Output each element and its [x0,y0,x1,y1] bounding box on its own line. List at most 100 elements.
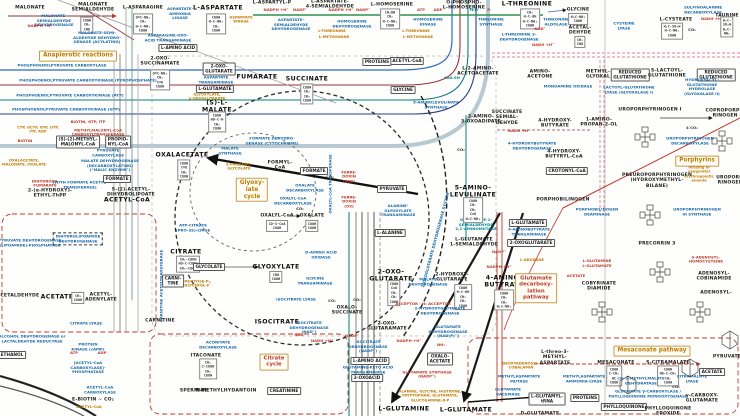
porphyrin-ring-icon [639,204,661,226]
metabolite-label-s-2-acetyl-dihydrolipoate: S-(2)-ACETYL- DIHYDROLIPOATE [106,187,156,198]
metabolite-box-s-2-methyl-malonyl-coa: (S)-(2)-METHYL- MALONYL-CoA [56,135,100,149]
enzyme-label-aconitate-decarboxylase: ACONITATE DECARBOXYLASE [199,339,237,349]
enzyme-label-carnitine-acetyltransferase: CARNITINE ACETYLTRANSFERASE [158,249,164,323]
enzyme-label-4-hydroxybutyrate-dehydrogen: 4-HYDROXYBUTYRATE DEHYDROGENASE [507,140,557,150]
cofactor-label-nadh-h: NADH +H⁺ [700,15,724,21]
enzyme-label-methylaspartate-mutase: METHYLASPARTATE MUTASE [497,373,541,383]
structure-formula-ch-oh-ch-h-c-nh-cooh: CH₂OH CH₂ H-C-NH₂ COOH [380,8,400,30]
metabolite-label-amino-acetone: AMINO- ACETONE [527,69,553,80]
enzyme-label-glutamate-dehydrogenase-nad-: GLUTAMATE DEHYDROGENASE [NAD(P)⁺] [428,324,468,339]
enzyme-label-isocitrate-dehydrogenase-nad: ISOCITRATE DEHYDROGENASE (NADP⁺) [348,339,388,354]
metabolite-box-l-glutamate: L-GLUTAMATE [508,218,548,228]
structure-formula-cooh-ho-c-ch-ch-cooh: COOH HO-C-CH₃ CH₂ COOH [657,365,679,387]
metabolite-label-taurine: TAURINE [715,13,739,19]
cofactor-label-methylmalonyl-coa-carboxyltr: METHYLMALONYL-CoA CARBOXYLTRANSFERASE [71,127,125,137]
cofactor-label-biotin: BIOTIN [17,137,33,143]
enzyme-label-phosphoenolpyruvate-carboxyk: PHOSPHOENOLPYRUVATE CARBOXYKINASE (PYROP… [19,77,157,83]
enzyme-label-aspartate-ammonia-ligase: ASPARTATE- AMMONIA LIGASE [166,6,194,21]
metabolite-label-acetyl-adenylate: ACETYL- ADENYLATE [85,292,117,303]
enzyme-label-methylaspartate-ammonia-lyas: METHYLASPARTATE AMMONIA-LYASE [562,373,606,383]
enzyme-label-glutamate-1-semialdehyde-2-1: GLUTAMATE-1- SEMIALDEHYDE 2,1-AMINOMUTAS… [455,217,497,232]
metabolite-box-creatinine: CREATININE [267,386,301,396]
enzyme-label-phosphoenolpyruvate-carboxyk: PHOSPHOENOLPYRUVATE CARBOXYKINASE (GTP) [12,106,120,112]
metabolite-label-1-amino-propan-2-ol: 1-AMINO- PROPAN-2-OL [580,117,618,128]
metabolite-box-reduced-glutathione: REDUCED GLUTATHIONE [610,68,650,82]
enzyme-label-protein-kinase-camp: PROTEIN KINASE (cAMP) [71,341,105,351]
metabolite-box-formate: FORMATE [102,174,132,184]
metabolite-label-l-aspartyl-p: L-ASPARTYL-P [252,0,292,6]
note-label-deoxyadenosyl-cobalamin: DEOXYADENOSYL- COBALAMIN [502,361,540,370]
cofactor-label-dihydroxy-fumarate: DIHYDROXY- FUMARATE [31,178,59,188]
structure-formula-o-c-nh-ch-h-c-nh-cooh: O=C-NH₂ CH₂ H-C-NH₂ COOH [133,13,153,35]
metabolite-label-malonate-semialdehyde: MALONATE SEMIALDEHYDE [71,2,115,13]
cofactor-label-nadp: NADP⁺ [355,6,371,12]
structure-formula-ch-h-c-oh-h-c-nh-cooh: CH₃ H-C-OH H-C-NH₂ COOH [520,8,540,30]
cofactor-label-nadph-h: NADPH +H⁺ [486,263,512,269]
metabolite-label-glycine: GLYCINE [566,7,590,13]
structure-formula-cooh-h-c-nh-ch-cooh: COOH H-C-NH₂ CH₂ COOH [206,13,226,35]
metabolite-label-fumarate: FUMARATE [236,73,278,81]
enzyme-label-aspartate-semialdehyde-dehyd: ASPARTATE- SEMIALDEHYDE DEHYDROGENASE [271,17,311,32]
porphyrin-ring-icon [634,126,656,148]
structure-formula-cooh-ho-c-h-ch-cooh: COOH HO-C-H CH₂ COOH [208,111,226,133]
enzyme-label-glutamate-carboxylase-phyllo: GLUTAMATE γ-CARBOXYLASE / PHYLLOQUINONE … [608,388,688,398]
metabolite-label-l-threonine: L-THREONINE [501,0,553,8]
enzyme-label-l-threonine-3-dehydrogenase: L-THREONINE 3- DEHYDROGENASE [499,31,539,41]
cofactor-label-nadph-h: NADPH +H⁺ [263,6,289,12]
cofactor-label-nadp: NADP⁺ [344,332,360,338]
metabolite-label-mesaconate: MESACONATE [597,360,635,366]
cofactor-label-nadh-h: NADH +H⁺ [310,337,334,343]
metabolite-label-s-lactoyl-glutathione: S-LACTOYL- GLUTATHIONE [647,68,687,79]
structure-formula-cooh-ch-ch-h-c-nh: COOH CH₂ CH₂ H₂C-NH₂ [494,289,514,311]
metabolite-label-d-glutamate: D-GLUTAMATE [520,411,560,416]
enzyme-label-pyruvate-carboxylase: PYRUVATE CARBOXYLASE [92,147,124,157]
quinone-ring-icon [619,375,637,395]
metabolite-label-s-l-malate: (S)-L- MALATE [201,99,233,114]
metabolite-label-2-hydroxy-glutarate: 2-HYDROXY- GLUTARATE [435,272,469,283]
porphyrin-ring-icon [649,261,671,283]
metabolite-box-propio-nyl-coa: PROPIO- NYL-CoA [105,135,131,149]
metabolite-box-acetate: ACETATE [699,367,725,377]
glyoxylate-cycle-ring [189,132,317,252]
metabolite-label-succinate-semial-dehyde: SUCCINATE SEMIAL- DEHYDE [491,109,523,126]
cofactor-label-ferre-doxin-ox: FERRE- DOXIN (OX) [341,194,357,209]
metabolite-label-acetaldehyde: ACETALDEHYDE [0,293,40,299]
enzyme-label-s-2-methylmalate-dehydratase: (S)-2-METHYLMALATE DEHYDRATASE [617,375,665,385]
cofactor-label-l-glutamate: L-GLUTAMATE [582,262,612,268]
metabolite-label-adenosyl: ADENOSYL- [700,290,732,296]
note-label-acetyl-coa: ACETYL-CoA [76,404,102,409]
enzyme-label-uroporphyrinogen-decarboxyla: UROPORPHYRINOGEN DECARBOXYLASE [666,135,714,145]
enzyme-label-oxalyl-coa-decarboxylase: OXALYL-CoA DECARBOXYLASE [274,195,312,205]
porphyrin-route-line [562,117,740,209]
metabolite-label-2-amino-3-oxoadipate: 2-AMINO- 3-OXOADIPATE [461,114,501,125]
note-label-2-phospho-glycolate: 2-PHOSPHO- GLYCOLATE [225,162,253,171]
metabolite-label-citrate: CITRATE [170,248,202,256]
metabolite-box-glycine: GLYCINE [390,85,416,95]
metabolite-box-oxalo-acetate: OXALO- ACETATE [427,352,453,366]
metabolite-label-2-hydroxy-ethyl-thpp: 2-(α-HYDROXY)- ETHYL-ThPP [27,188,73,199]
cofactor-label-nadph-h: NADPH +H⁺ [396,337,422,343]
cofactor-label-co: CO₂ [688,26,696,32]
metabolite-box-pyruvate: PYRUVATE [377,184,407,194]
cofactor-label-acceptor-h-acceptor: ACCEPTOR · H₂ ACCEPTOR [395,300,451,306]
enzyme-label-oxalate-decarboxylase: OXALATE DECARBOXYLASE [286,182,324,192]
metabolite-label-2-oxo-glutaramate: 2-OXO- GLUTARAMATE [367,321,407,332]
metabolite-label-acetate: ACETATE [40,293,74,301]
metabolite-label-l-glutamate-1-semialdehyde: L-GLUTAMATE 1-SEMIALDEHYDE [449,237,499,248]
cofactor-label-co: CO₂ [457,146,465,152]
metabolite-label-4-hydroxy-butyryl-coa: 4-HYDROXY- BUTYRYL-CoA [545,149,583,160]
enzyme-label-malonate-semialdehyde-dehydr: MALONATE- SEMIALDEHYDE DEHYDROGENASE [34,13,74,28]
enzyme-label-porphobilinogen-deaminase: PORPHOBILINOGEN DEAMINASE [575,206,619,216]
porphyrin-ring-icon [711,130,733,152]
note-label-l-arginine: L-ARGININE [519,257,545,262]
region-box-red-bottomright [467,337,739,415]
metabolite-label-acetyl-coa: ACETYL-CoA [103,196,151,204]
note-label-l-methionine: L-METHIONINE [402,34,434,39]
enzyme-label-2-hydroxyglutarate-dehydroge: 2-HYDROXYGLUTARATE DEHYDROGENASE [414,305,466,315]
cofactor-label-co: CO₂ [353,296,361,302]
metabolite-label-isocitrate: ISOCITRATE [254,318,300,326]
metabolite-box-carni-tine: CARNI- TINE [162,274,184,288]
cofactor-label-nadph-h: NADPH +H⁺ [27,22,53,28]
enzyme-label-glutamine-keto-acid-transami: GLUTAMINE-KETO ACID TRANSAMINASE [342,364,394,374]
